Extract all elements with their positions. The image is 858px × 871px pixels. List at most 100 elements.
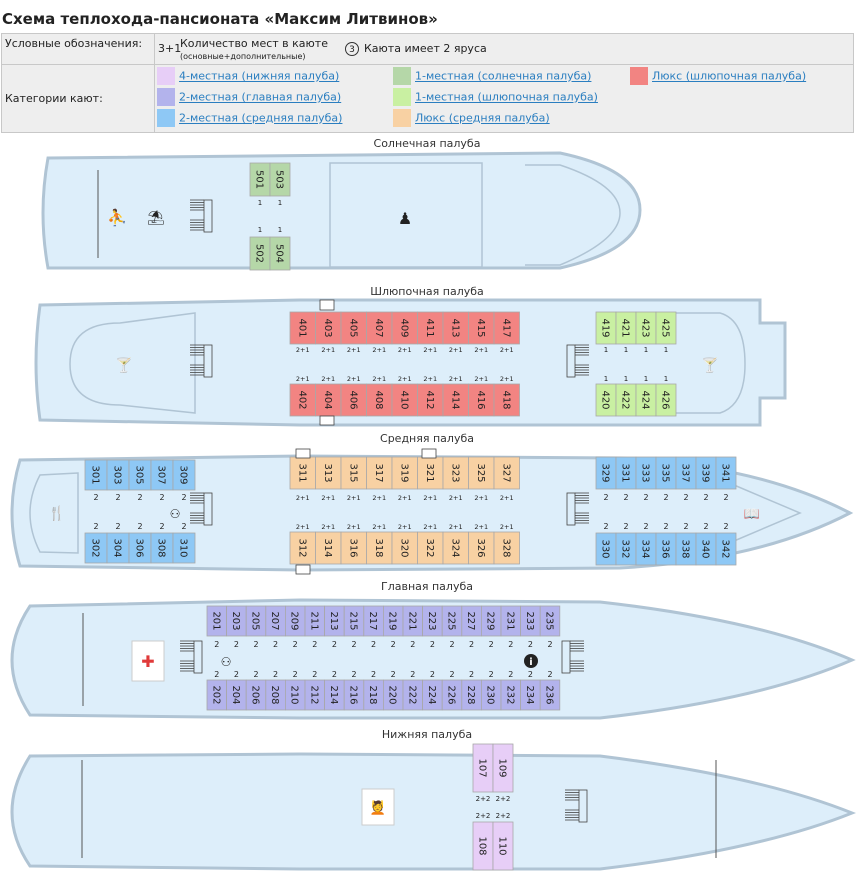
deck-label-sun: Солнечная палуба bbox=[373, 137, 481, 150]
cabin-412[interactable] bbox=[417, 383, 444, 417]
gangway-icon bbox=[295, 448, 311, 459]
cabin-319[interactable] bbox=[391, 456, 418, 490]
cabin-309[interactable] bbox=[172, 459, 196, 491]
places-label: 2+1 bbox=[296, 346, 310, 354]
cabin-number-411: 411 bbox=[424, 318, 435, 337]
cabin-403[interactable] bbox=[315, 311, 342, 345]
cabin-314[interactable] bbox=[315, 531, 342, 565]
places-label: 2 bbox=[351, 670, 356, 679]
cabin-326[interactable] bbox=[468, 531, 495, 565]
stairs-landing bbox=[193, 640, 203, 674]
cabin-328[interactable] bbox=[493, 531, 520, 565]
cabin-number-221: 221 bbox=[406, 611, 417, 630]
cabin-504[interactable] bbox=[269, 236, 291, 271]
places-label: 2+1 bbox=[347, 375, 361, 383]
places-label: 1 bbox=[644, 346, 648, 354]
cabin-318[interactable] bbox=[366, 531, 393, 565]
category-1-bed-sun[interactable]: 1-местная (солнечная палуба) bbox=[393, 67, 591, 85]
places-label: 2+1 bbox=[474, 346, 488, 354]
cabin-410[interactable] bbox=[391, 383, 418, 417]
cabin-324[interactable] bbox=[442, 531, 469, 565]
category-4-bed-lower[interactable]: 4-местная (нижняя палуба) bbox=[157, 67, 339, 85]
cabin-327[interactable] bbox=[493, 456, 520, 490]
places-label: 2 bbox=[469, 640, 474, 649]
cabin-404[interactable] bbox=[315, 383, 342, 417]
places-label: 2 bbox=[703, 522, 708, 531]
cabin-236[interactable] bbox=[539, 679, 561, 711]
category-1-bed-boat[interactable]: 1-местная (шлюпочная палуба) bbox=[393, 88, 598, 106]
cabin-413[interactable] bbox=[442, 311, 469, 345]
places-label: 2 bbox=[623, 522, 628, 531]
cabin-number-234: 234 bbox=[524, 685, 535, 704]
places-label: 2 bbox=[159, 522, 164, 531]
cabin-341[interactable] bbox=[715, 456, 737, 490]
cabin-317[interactable] bbox=[366, 456, 393, 490]
places-label: 2+1 bbox=[372, 523, 386, 531]
cabin-414[interactable] bbox=[442, 383, 469, 417]
cabin-409[interactable] bbox=[391, 311, 418, 345]
cabin-number-212: 212 bbox=[308, 685, 319, 704]
cabin-316[interactable] bbox=[340, 531, 367, 565]
places-label: 2 bbox=[603, 493, 608, 502]
cabin-235[interactable] bbox=[539, 605, 561, 637]
cabin-418[interactable] bbox=[493, 383, 520, 417]
category-lux-boat[interactable]: Люкс (шлюпочная палуба) bbox=[630, 67, 806, 85]
category-2-bed-middle[interactable]: 2-местная (средняя палуба) bbox=[157, 109, 342, 127]
cabin-323[interactable] bbox=[442, 456, 469, 490]
cabin-503[interactable] bbox=[269, 162, 291, 197]
cabin-number-319: 319 bbox=[398, 463, 409, 482]
cabin-number-231: 231 bbox=[504, 611, 515, 630]
cabin-110[interactable] bbox=[492, 821, 514, 871]
cabin-number-418: 418 bbox=[500, 390, 511, 409]
cabin-417[interactable] bbox=[493, 311, 520, 345]
places-label: 2 bbox=[312, 640, 317, 649]
cabin-315[interactable] bbox=[340, 456, 367, 490]
cabin-109[interactable] bbox=[492, 743, 514, 793]
gangway-icon bbox=[319, 415, 335, 426]
places-label: 2 bbox=[623, 493, 628, 502]
cabin-number-313: 313 bbox=[322, 463, 333, 482]
places-label: 1 bbox=[278, 199, 282, 207]
places-label: 2 bbox=[293, 670, 298, 679]
cabin-425[interactable] bbox=[655, 311, 677, 345]
cabin-321[interactable] bbox=[417, 456, 444, 490]
category-swatch bbox=[393, 109, 411, 127]
places-label: 2+1 bbox=[372, 494, 386, 502]
cabin-number-232: 232 bbox=[504, 685, 515, 704]
cabin-number-110: 110 bbox=[497, 836, 508, 855]
places-label: 2 bbox=[371, 640, 376, 649]
cabin-311[interactable] bbox=[289, 456, 316, 490]
cabin-408[interactable] bbox=[366, 383, 393, 417]
cabin-322[interactable] bbox=[417, 531, 444, 565]
cabin-number-305: 305 bbox=[134, 465, 145, 484]
cabin-320[interactable] bbox=[391, 531, 418, 565]
cabin-number-326: 326 bbox=[475, 538, 486, 557]
cabin-313[interactable] bbox=[315, 456, 342, 490]
cabin-416[interactable] bbox=[468, 383, 495, 417]
cabin-426[interactable] bbox=[655, 383, 677, 417]
deck-label-middle: Средняя палуба bbox=[380, 432, 474, 445]
cabin-number-219: 219 bbox=[387, 611, 398, 630]
cabin-number-334: 334 bbox=[640, 539, 651, 558]
places-label: 2+1 bbox=[449, 494, 463, 502]
cabin-342[interactable] bbox=[715, 532, 737, 566]
cabin-310[interactable] bbox=[172, 532, 196, 564]
cabin-number-304: 304 bbox=[112, 538, 123, 557]
cabin-411[interactable] bbox=[417, 311, 444, 345]
cabin-415[interactable] bbox=[468, 311, 495, 345]
two-tier-sample-icon: 3 bbox=[345, 42, 359, 56]
cabin-405[interactable] bbox=[340, 311, 367, 345]
cabin-312[interactable] bbox=[289, 531, 316, 565]
cabin-number-224: 224 bbox=[426, 685, 437, 704]
cabin-406[interactable] bbox=[340, 383, 367, 417]
cabin-number-108: 108 bbox=[477, 836, 488, 855]
places-label: 2 bbox=[181, 522, 186, 531]
cabin-number-303: 303 bbox=[112, 465, 123, 484]
fitness-icon: ⛹ bbox=[107, 208, 127, 227]
category-2-bed-main[interactable]: 2-местная (главная палуба) bbox=[157, 88, 341, 106]
stairs-icon bbox=[190, 344, 213, 378]
category-swatch bbox=[157, 67, 175, 85]
places-label: 2+1 bbox=[347, 494, 361, 502]
cabin-325[interactable] bbox=[468, 456, 495, 490]
category-lux-middle[interactable]: Люкс (средняя палуба) bbox=[393, 109, 550, 127]
